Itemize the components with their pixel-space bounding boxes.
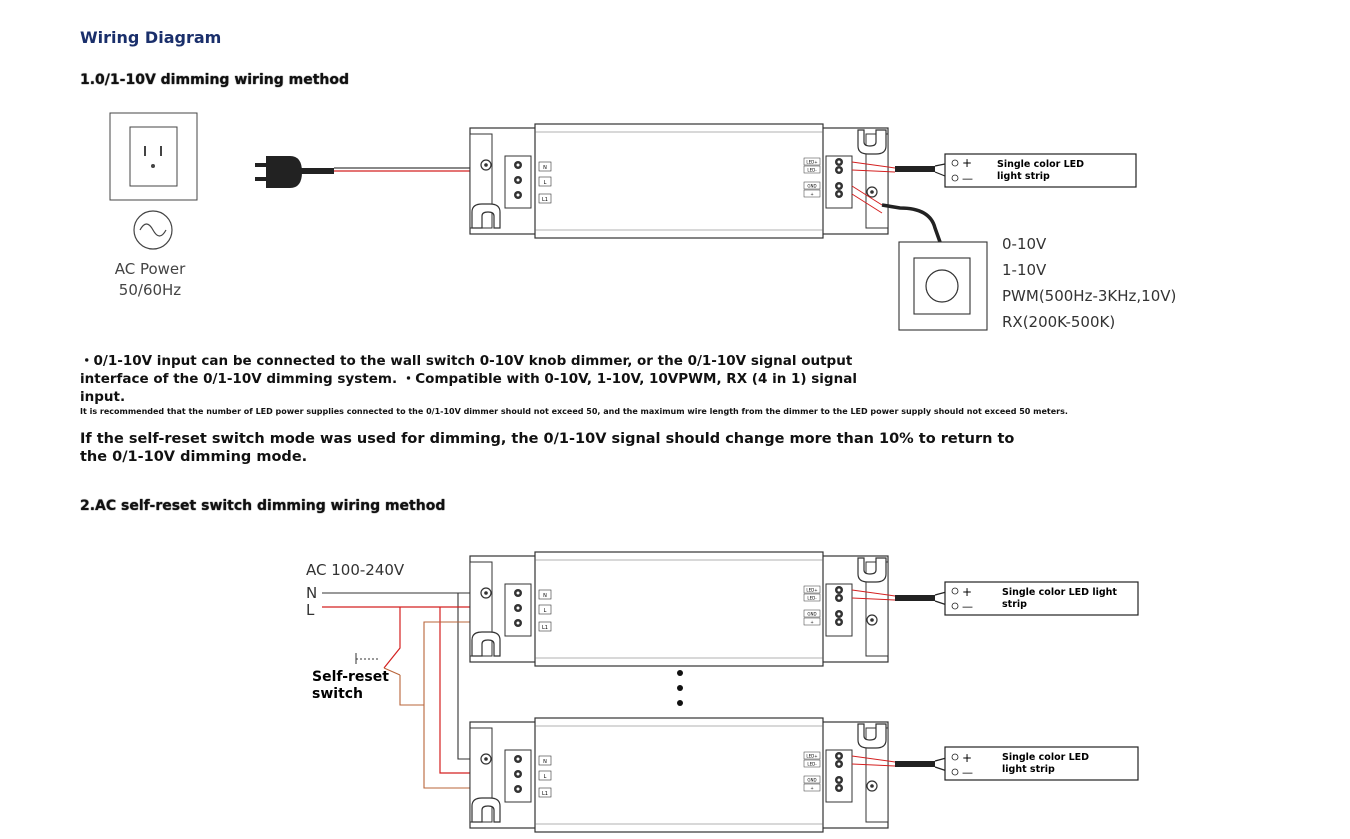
bullet-text: ・0/1-10V input can be connected to the w… xyxy=(80,353,857,405)
signal-0-10v: 0-10V xyxy=(1002,235,1047,253)
section1-heading: 1.0/1-10V dimming wiring method xyxy=(80,72,349,88)
wire-l-label: L xyxy=(306,601,315,619)
self-reset-note: If the self-reset switch mode was used f… xyxy=(80,431,1015,465)
led-strip-1: + — Single color LED light strip xyxy=(944,153,1137,188)
plus-symbol: + xyxy=(962,585,972,599)
ac-frequency-label: 50/60Hz xyxy=(119,281,182,299)
minus-symbol: — xyxy=(962,172,973,185)
recommendation-text: It is recommended that the number of LED… xyxy=(80,407,1068,416)
led-label-line2: strip xyxy=(1002,599,1027,610)
ac-power-label: AC Power xyxy=(115,260,186,278)
plus-symbol: + xyxy=(962,156,972,170)
power-plug-icon xyxy=(255,156,334,188)
led-strip-3: + — Single color LED light strip xyxy=(944,746,1139,781)
self-reset-switch-icon xyxy=(355,653,380,664)
wall-outlet-icon xyxy=(109,112,198,201)
section2-heading: 2.AC self-reset switch dimming wiring me… xyxy=(80,498,446,514)
led-label-line1: Single color LED light xyxy=(1002,587,1117,598)
ac-wave-icon xyxy=(133,210,173,250)
led-strip-2: + — Single color LED light strip xyxy=(944,581,1139,616)
led-label-line2: light strip xyxy=(997,171,1050,182)
continuation-dots xyxy=(677,670,683,706)
dimmer-knob-icon xyxy=(898,241,988,331)
switch-label-line2: switch xyxy=(312,686,363,702)
switch-label-line1: Self-reset xyxy=(312,669,389,685)
wire-n-label: N xyxy=(306,584,317,602)
minus-symbol: — xyxy=(962,600,973,613)
led-driver-3 xyxy=(469,717,889,833)
led-driver-2 xyxy=(469,551,889,667)
ac-voltage-label: AC 100-240V xyxy=(306,561,405,579)
signal-pwm: PWM(500Hz-3KHz,10V) xyxy=(1002,287,1176,305)
signal-1-10v: 1-10V xyxy=(1002,261,1047,279)
signal-rx: RX(200K-500K) xyxy=(1002,313,1115,331)
led-label-line2: light strip xyxy=(1002,764,1055,775)
minus-symbol: — xyxy=(962,766,973,779)
led-driver-1 xyxy=(469,123,889,239)
led-label-line1: Single color LED xyxy=(1002,752,1089,763)
page-title: Wiring Diagram xyxy=(80,28,222,47)
plus-symbol: + xyxy=(962,751,972,765)
led-label-line1: Single color LED xyxy=(997,159,1084,170)
